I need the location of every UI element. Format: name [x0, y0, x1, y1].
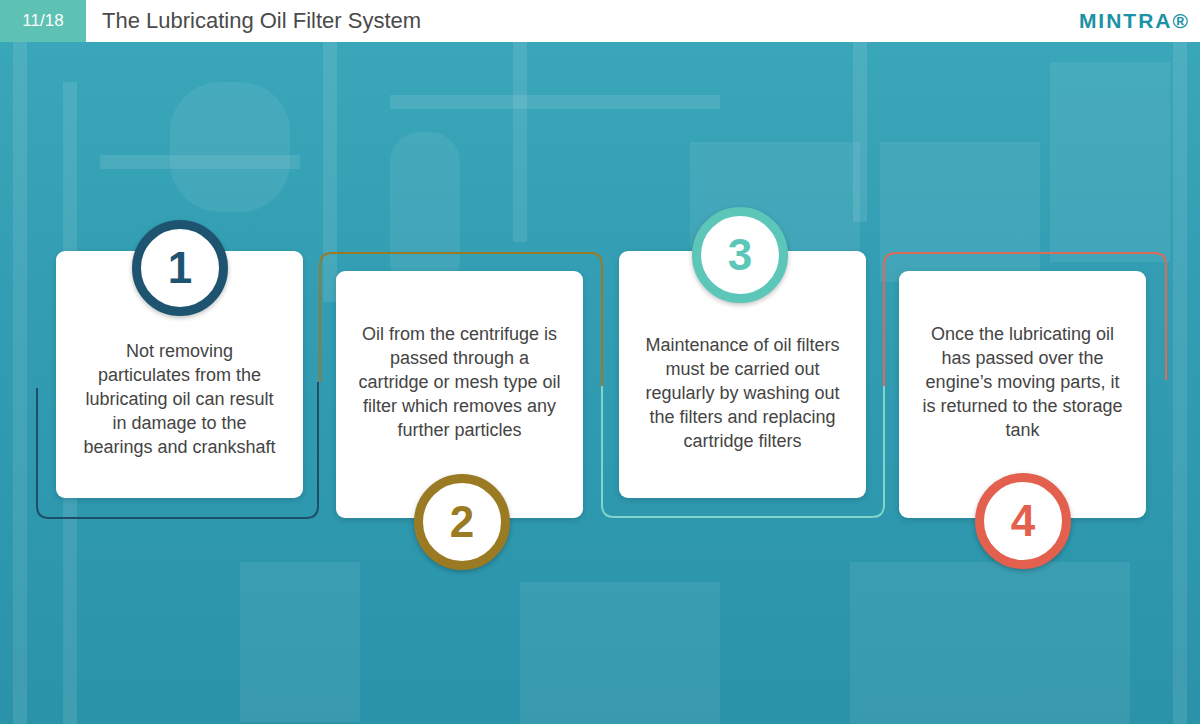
number-circle: 2	[414, 474, 510, 570]
callout-number: 4	[1011, 499, 1035, 543]
slide-title: The Lubricating Oil Filter System	[102, 0, 421, 42]
callout-number: 1	[168, 246, 192, 290]
step-text: Oil from the centrifuge is passed throug…	[358, 322, 561, 442]
step-text: Once the lubricating oil has passed over…	[921, 322, 1124, 442]
page-number: 11/18	[0, 0, 86, 42]
step-text: Not removing particulates from the lubri…	[78, 339, 281, 459]
header-bar: 11/18 The Lubricating Oil Filter System MI…	[0, 0, 1200, 42]
number-circle: 1	[132, 220, 228, 316]
number-circle: 4	[975, 473, 1071, 569]
callout-number: 2	[450, 500, 474, 544]
callout-number: 3	[728, 233, 752, 277]
brand-logo: MINTRA®	[1079, 0, 1190, 42]
step-text: Maintenance of oil filters must be carri…	[641, 333, 844, 453]
number-circle: 3	[692, 207, 788, 303]
